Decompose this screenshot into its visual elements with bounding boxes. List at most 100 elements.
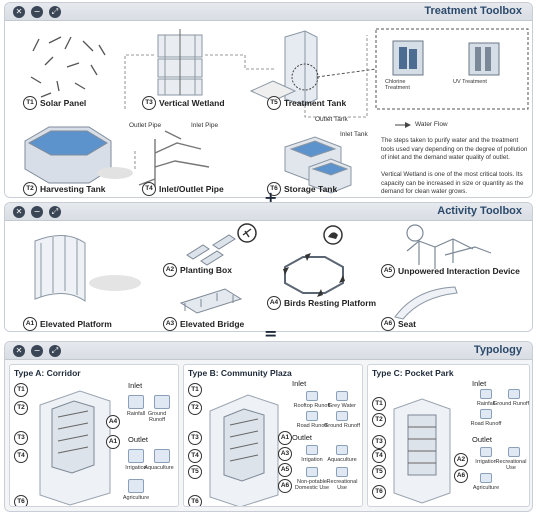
minimize-icon[interactable]: − — [31, 345, 43, 357]
ground-runoff-icon — [508, 389, 520, 399]
treatment-toolbox-panel: ✕ − ⤢ Treatment Toolbox — [4, 2, 533, 198]
treatment-item-T3[interactable]: T3 Vertical Wetland — [142, 96, 225, 110]
elevated-bridge-illustration — [179, 288, 243, 314]
label-harvesting-tank: Harvesting Tank — [40, 184, 106, 194]
minimize-icon[interactable]: − — [31, 206, 43, 218]
treatment-item-T5[interactable]: T5 Treatment Tank — [267, 96, 346, 110]
type-c-title: Type C: Pocket Park — [372, 368, 454, 378]
close-icon[interactable]: ✕ — [13, 206, 25, 218]
type-a-illustration — [39, 390, 111, 506]
ground-runoff-icon — [154, 395, 170, 409]
type-a-inlet-0: Rainfall — [126, 411, 146, 417]
type-b-badge-A5: A5 — [278, 463, 292, 477]
typology-panel: ✕ − ⤢ Typology Type A: Corridor T1 T2 T3… — [4, 341, 533, 512]
activity-item-A3[interactable]: A3 Elevated Bridge — [163, 317, 244, 331]
annotation-outlet-tank: Outlet Tank — [315, 116, 348, 123]
type-b-badge-T2: T2 — [188, 401, 202, 415]
badge-A4: A4 — [267, 296, 281, 310]
type-c-badge-T2: T2 — [372, 413, 386, 427]
activity-item-A1[interactable]: A1 Elevated Platform — [23, 317, 112, 331]
road-runoff-icon — [306, 411, 318, 421]
expand-icon[interactable]: ⤢ — [49, 6, 61, 18]
activity-toolbox-panel: ✕ − ⤢ Activity Toolbox — [4, 202, 533, 332]
activity-item-A2[interactable]: A2 Planting Box — [163, 263, 232, 277]
type-a-badge-T3: T3 — [14, 431, 28, 445]
label-treatment-tank: Treatment Tank — [284, 98, 347, 108]
badge-T1: T1 — [23, 96, 37, 110]
type-b-illustration — [209, 394, 279, 506]
type-a-card[interactable]: Type A: Corridor T1 T2 T3 T4 T6 A4 A1 In… — [9, 364, 179, 507]
activity-toolbox-header: ✕ − ⤢ Activity Toolbox — [5, 203, 532, 221]
expand-icon[interactable]: ⤢ — [49, 206, 61, 218]
label-storage-tank: Storage Tank — [284, 184, 338, 194]
type-b-outlet-3: Recreational Use — [326, 479, 358, 492]
grey-water-icon — [336, 391, 348, 401]
type-a-inlet-1: Ground Runoff — [147, 411, 167, 424]
harvesting-tank-illustration — [24, 126, 133, 184]
solar-panel-illustration — [30, 36, 106, 98]
type-b-badge-A6: A6 — [278, 479, 292, 493]
close-icon[interactable]: ✕ — [13, 6, 25, 18]
ground-runoff-icon — [336, 411, 348, 421]
badge-A6: A6 — [381, 317, 395, 331]
type-a-outlet-2: Agriculture — [122, 495, 150, 501]
treatment-toolbox-body: T1 Solar Panel T2 Harvesting Tank T3 Ver… — [5, 21, 532, 197]
type-c-outlet-label: Outlet — [472, 435, 493, 444]
type-b-badge-T3: T3 — [188, 431, 202, 445]
type-b-outlet-2: Non-potable Domestic Use — [294, 479, 330, 492]
type-b-outlet-0: Irrigation — [301, 457, 323, 463]
treatment-item-T6[interactable]: T6 Storage Tank — [267, 182, 337, 196]
treatment-item-T2[interactable]: T2 Harvesting Tank — [23, 182, 106, 196]
type-c-badge-T1: T1 — [372, 397, 386, 411]
treatment-item-T1[interactable]: T1 Solar Panel — [23, 96, 86, 110]
rooftop-runoff-icon — [306, 391, 318, 401]
activity-item-A4[interactable]: A4 Birds Resting Platform — [267, 296, 376, 310]
treatment-item-T4[interactable]: T4 Inlet/Outlet Pipe — [142, 182, 224, 196]
close-icon[interactable]: ✕ — [13, 345, 25, 357]
activity-illustrations — [34, 223, 492, 320]
type-c-badge-A6: A6 — [454, 469, 468, 483]
label-solar-panel: Solar Panel — [40, 98, 87, 108]
planting-box-illustration — [186, 234, 236, 266]
irrigation-icon — [480, 447, 492, 457]
minimize-icon[interactable]: − — [31, 6, 43, 18]
plus-connector: + — [264, 188, 278, 207]
badge-T3: T3 — [142, 96, 156, 110]
agriculture-icon — [480, 473, 492, 483]
type-c-inlet-0: Rainfall — [476, 401, 496, 407]
badge-T5: T5 — [267, 96, 281, 110]
label-elevated-bridge: Elevated Bridge — [180, 319, 245, 329]
irrigation-icon — [306, 445, 318, 455]
aquaculture-icon — [154, 449, 170, 463]
annotation-chlorine: Chlorine Treatment — [385, 79, 410, 91]
type-b-inlet-2: Road Runoff — [296, 423, 328, 429]
label-inlet-outlet-pipe: Inlet/Outlet Pipe — [159, 184, 224, 194]
type-a-badge-T2: T2 — [14, 401, 28, 415]
type-c-badge-T3: T3 — [372, 435, 386, 449]
type-b-inlet-3: Ground Runoff — [324, 423, 360, 429]
type-a-badge-T1: T1 — [14, 383, 28, 397]
vertical-wetland-illustration — [157, 29, 203, 96]
label-birds-resting-platform: Birds Resting Platform — [284, 298, 377, 308]
expand-icon[interactable]: ⤢ — [49, 345, 61, 357]
badge-T4: T4 — [142, 182, 156, 196]
type-a-outlet-label: Outlet — [128, 435, 149, 444]
type-c-card[interactable]: Type C: Pocket Park T1 T2 T3 T4 T5 T6 A2… — [367, 364, 530, 507]
type-c-inlet-label: Inlet — [472, 379, 487, 388]
label-elevated-platform: Elevated Platform — [40, 319, 112, 329]
birds-platform-illustration — [284, 256, 344, 294]
typology-title: Typology — [473, 344, 522, 356]
annotation-inlet-tank: Inlet Tank — [340, 131, 368, 138]
annotation-water-flow: Water Flow — [415, 121, 448, 128]
type-b-outlet-label: Outlet — [292, 433, 313, 442]
type-b-card[interactable]: Type B: Community Plaza T1 T2 T3 T4 T5 T… — [183, 364, 363, 507]
treatment-illustrations — [24, 28, 529, 194]
activity-item-A5[interactable]: A5 Unpowered Interaction Device — [381, 264, 520, 278]
type-c-inlet-2: Road Runoff — [470, 421, 502, 427]
treatment-toolbox-header: ✕ − ⤢ Treatment Toolbox — [5, 3, 532, 21]
type-a-badge-T4: T4 — [14, 449, 28, 463]
badge-T2: T2 — [23, 182, 37, 196]
type-c-outlet-0: Irrigation — [475, 459, 497, 465]
treatment-description-1: The steps taken to purify water and the … — [381, 137, 528, 161]
activity-item-A6[interactable]: A6 Seat — [381, 317, 416, 331]
